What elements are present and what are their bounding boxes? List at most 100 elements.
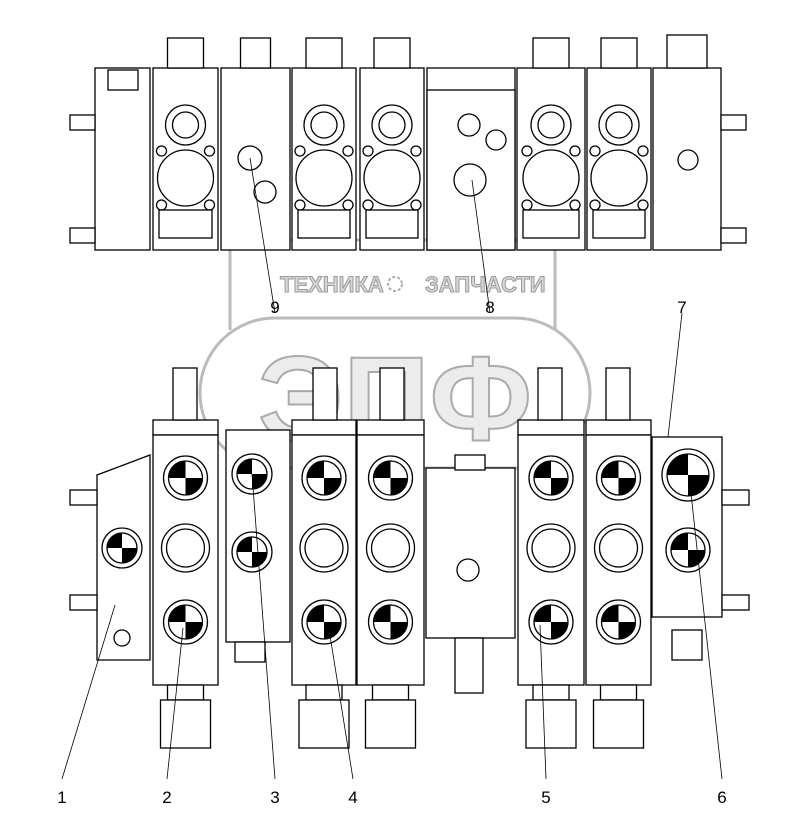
bolt	[589, 199, 601, 211]
front-view	[69, 367, 750, 749]
leader-line	[688, 474, 723, 780]
bolt	[637, 145, 649, 157]
port-fitting-inner	[537, 111, 565, 139]
bolt	[69, 594, 98, 611]
bolt	[362, 199, 374, 211]
spool-cover	[590, 149, 648, 207]
section-top	[291, 419, 357, 436]
port-marking	[185, 478, 203, 495]
leader-line	[539, 624, 547, 780]
bolt	[294, 199, 306, 211]
leader-line	[327, 622, 354, 780]
callout-label: 7	[677, 298, 686, 317]
spool-housing	[525, 699, 577, 749]
callout-label: 1	[57, 788, 66, 807]
port-marking	[534, 461, 551, 478]
bolt	[342, 145, 354, 157]
hose-fitting	[537, 367, 563, 421]
port-marking	[390, 478, 408, 495]
spool-cap	[305, 684, 343, 701]
leader-line	[667, 312, 683, 438]
bolt	[342, 199, 354, 211]
spool-cap	[532, 684, 570, 701]
port-fitting-inner	[605, 111, 633, 139]
port-marking	[551, 478, 568, 495]
section-top	[517, 419, 585, 436]
spool-housing	[364, 699, 417, 749]
bolt	[155, 145, 168, 157]
bolt	[569, 145, 581, 157]
bolt	[294, 145, 306, 157]
spool-housing	[592, 699, 645, 749]
callout-label: 6	[717, 788, 726, 807]
gear-icon	[387, 276, 403, 292]
cap	[305, 37, 343, 69]
port-marking	[601, 605, 619, 622]
hose-fitting	[379, 367, 405, 421]
cap	[600, 37, 638, 69]
bolt	[721, 489, 750, 506]
bolt	[721, 594, 750, 611]
leader-line	[471, 179, 491, 314]
inlet-body	[425, 467, 516, 639]
port-marking	[252, 552, 267, 567]
bolt	[203, 199, 216, 211]
cap	[107, 69, 139, 91]
callout-label: 5	[541, 788, 550, 807]
callout-label: 3	[270, 788, 279, 807]
port-fitting-inner	[310, 111, 338, 139]
port-fitting-inner	[370, 528, 411, 568]
port-fitting-inner	[171, 111, 200, 139]
port-marking	[324, 478, 341, 495]
port-fitting-inner	[165, 528, 206, 568]
section-top	[152, 419, 219, 436]
section-base	[522, 209, 580, 239]
bolt	[521, 145, 533, 157]
bolt	[69, 227, 96, 244]
fitting	[671, 629, 703, 661]
spool-cap	[599, 684, 638, 701]
section-base	[158, 209, 213, 239]
section-top	[356, 419, 425, 436]
port-marking	[618, 478, 636, 495]
bolt	[410, 199, 422, 211]
hose-fitting	[312, 367, 338, 421]
port-marking	[390, 622, 408, 639]
port-marking	[185, 622, 203, 639]
bolt	[637, 199, 649, 211]
bolt	[69, 489, 98, 506]
port-fitting-inner	[378, 111, 406, 139]
port-fitting-inner	[304, 528, 344, 568]
cap	[666, 34, 708, 69]
port-marking	[534, 605, 551, 622]
leader-line	[166, 627, 184, 780]
valve-section-top	[94, 67, 151, 251]
port-marking	[667, 454, 688, 475]
top-view	[69, 34, 747, 251]
port-marking	[688, 550, 705, 567]
bolt	[720, 114, 747, 131]
hose-fitting	[605, 367, 631, 421]
spool-cover	[295, 149, 353, 207]
relief-valve	[453, 163, 487, 197]
cap	[373, 37, 411, 69]
port-marking	[252, 474, 267, 489]
bolt	[410, 145, 422, 157]
section-base	[297, 209, 351, 239]
bolt	[569, 199, 581, 211]
port-marking	[551, 622, 568, 639]
fitting	[454, 637, 484, 694]
callout-label: 2	[162, 788, 171, 807]
bolt	[69, 114, 96, 131]
port-marking	[671, 533, 688, 550]
bolt	[521, 199, 533, 211]
bolt	[203, 145, 216, 157]
port-marking	[373, 461, 391, 478]
plug	[677, 149, 699, 171]
port-marking	[237, 537, 252, 552]
port-fitting-inner	[598, 528, 639, 568]
spool-cap	[166, 684, 205, 701]
plug	[456, 558, 480, 582]
